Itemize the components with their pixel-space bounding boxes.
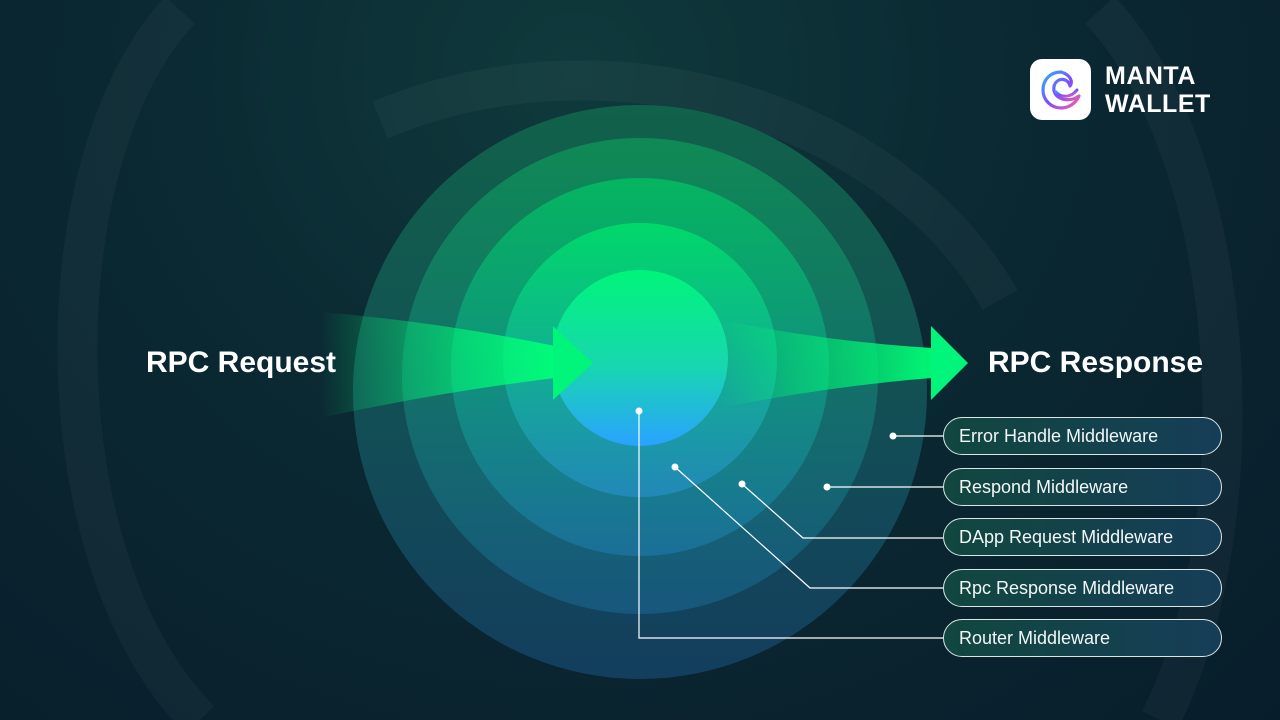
manta-logo-icon — [1030, 59, 1091, 120]
middleware-pill-rpc-response: Rpc Response Middleware — [943, 569, 1222, 607]
connectors — [638, 411, 943, 639]
response-arrow — [720, 320, 968, 408]
middleware-pill-dapp-request: DApp Request Middleware — [943, 518, 1222, 556]
middleware-pill-router: Router Middleware — [943, 619, 1222, 657]
brand-wordmark: MANTA WALLET — [1105, 62, 1211, 118]
connector-dots — [635, 407, 897, 491]
middleware-pill-error-handle: Error Handle Middleware — [943, 417, 1222, 455]
brand-logo: MANTA WALLET — [1030, 59, 1211, 120]
rpc-request-label: RPC Request — [146, 346, 337, 379]
rpc-response-label: RPC Response — [988, 346, 1204, 379]
layer-core — [552, 270, 728, 446]
brand-line-1: MANTA — [1105, 61, 1196, 90]
request-arrow — [320, 312, 593, 418]
brand-line-2: WALLET — [1105, 89, 1211, 118]
middleware-pill-respond: Respond Middleware — [943, 468, 1222, 506]
